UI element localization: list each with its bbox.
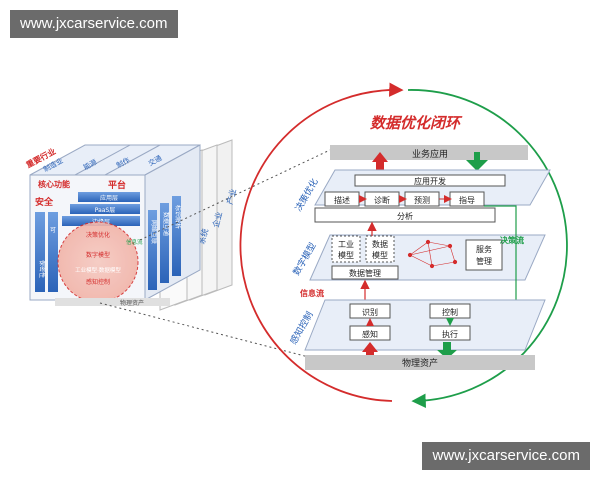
service-mgmt-l2: 管理 [476, 256, 492, 266]
analysis-steps [324, 191, 485, 207]
cube-top-columns [74, 144, 161, 176]
label-core-functions: 核心功能 [38, 179, 70, 189]
network-column-1 [148, 210, 157, 290]
analysis-box [314, 207, 496, 223]
loop-arc-red [239, 82, 404, 402]
info-flow-label: 信息流 [300, 288, 324, 298]
perception-plane [304, 299, 546, 351]
security-column-a [35, 212, 45, 292]
data-model-box [365, 235, 395, 263]
watermark-top: www.jxcarservice.com [10, 10, 178, 38]
circle-digital-model: 数字模型 [86, 251, 110, 259]
network-column-3 [172, 196, 181, 276]
control-label: 控制 [442, 307, 458, 317]
down-arrow-physical [437, 342, 457, 359]
security-column-b [48, 212, 58, 292]
analysis-label: 分析 [397, 211, 413, 221]
label-platform: 平台 [108, 179, 126, 191]
sense-label: 感知 [362, 329, 378, 339]
service-mgmt-box [465, 239, 503, 271]
app-dev-label: 应用开发 [414, 176, 446, 186]
connector-top [139, 149, 331, 241]
col-label-available: 可 [50, 227, 56, 234]
col-id-resolution: 标识解析 [174, 205, 182, 229]
col-data-interop: 数据互通 [162, 212, 170, 236]
up-arrow-business [372, 152, 388, 172]
decision-flow-label: 决策流 [500, 235, 524, 245]
app-dev-box [354, 174, 506, 187]
service-mgmt-l1: 服务 [476, 244, 492, 254]
circle-info-flow: 信息流 [126, 238, 143, 246]
col-network-interconnect: 网络互联 [150, 220, 158, 244]
data-mgmt-label: 数据管理 [349, 268, 381, 278]
step-guide: 指导 [459, 195, 475, 205]
physical-assets-bar [305, 355, 535, 370]
industrial-model-l2: 模型 [338, 250, 354, 260]
platform-layers [62, 192, 140, 226]
loop-arc-green [407, 89, 568, 408]
circle-decision: 决策优化 [86, 231, 110, 239]
down-arrow-business [466, 152, 488, 171]
industrial-model-box [331, 235, 361, 263]
industrial-model-l1: 工业 [338, 239, 354, 249]
step-predict: 预测 [414, 195, 430, 205]
network-column-2 [160, 203, 169, 283]
col-label-confidentiality: 保密性 [38, 260, 46, 278]
circle-models: 工业模型·数据模型 [75, 266, 121, 274]
circle-perception: 感知控制 [86, 278, 110, 286]
connector-bottom [99, 302, 321, 361]
data-mgmt-box [331, 265, 399, 280]
business-app-label: 业务应用 [412, 148, 448, 160]
physical-assets-label: 物理资产 [402, 357, 438, 369]
label-security: 安全 [35, 196, 54, 208]
data-model-l2: 模型 [372, 250, 388, 260]
identify-label: 识别 [362, 308, 378, 317]
execute-label: 执行 [442, 329, 458, 339]
step-describe: 描述 [334, 195, 350, 205]
watermark-bottom: www.jxcarservice.com [422, 442, 590, 470]
physical-assets-bar-left [55, 298, 170, 306]
physical-assets-left: 物理资产 [120, 299, 144, 307]
execute-box [429, 325, 471, 341]
network-graph [407, 239, 458, 269]
layer-application: 应用层 [100, 194, 118, 202]
data-model-l1: 数据 [372, 239, 388, 249]
side-label-enterprise: 企业 [210, 210, 224, 228]
step-diagnose: 诊断 [374, 195, 390, 205]
layer-paas: PaaS层 [95, 207, 116, 214]
loop-title: 数据优化闭环 [370, 114, 463, 132]
